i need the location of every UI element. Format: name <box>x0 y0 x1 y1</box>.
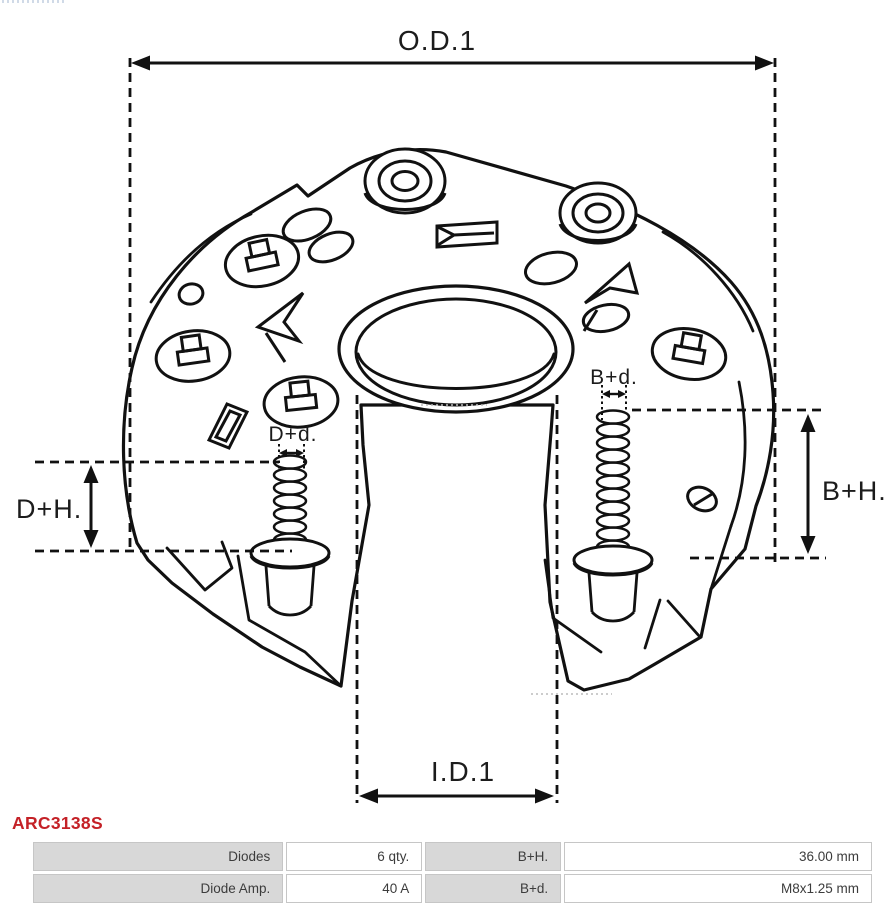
spec-value-bh: 36.00 mm <box>564 842 872 871</box>
dimension-bh: B+H. <box>632 408 887 560</box>
logo-fragment <box>2 0 66 3</box>
arrowhead <box>800 414 816 432</box>
dimension-od1: O.D.1 <box>128 25 777 568</box>
dimension-label-od1: O.D.1 <box>398 25 476 56</box>
plate-holes <box>177 207 718 513</box>
spec-table: Diodes 6 qty. B+H. 36.00 mm Diode Amp. 4… <box>30 839 875 906</box>
dimension-dd: D+d. <box>269 423 318 470</box>
diode-pads <box>154 233 728 429</box>
spec-value-diode-amp: 40 A <box>286 874 423 903</box>
dimension-label-id1: I.D.1 <box>431 756 495 787</box>
stud-d-plus <box>249 454 331 617</box>
center-bore-collar <box>337 284 575 414</box>
dimension-dh: D+H. <box>16 460 292 553</box>
notched-slot <box>435 220 499 249</box>
arrow-mark-left <box>254 291 305 345</box>
arrowhead <box>800 536 816 554</box>
stud-b-plus <box>572 409 654 623</box>
watermark-dots <box>421 404 612 695</box>
arrowhead <box>618 390 626 398</box>
arrowhead <box>279 449 287 457</box>
screw-slot-hole <box>686 485 718 513</box>
mount-hole-left <box>363 147 447 215</box>
dimension-label-dd: D+d. <box>269 423 318 446</box>
dimension-label-dh: D+H. <box>16 494 82 524</box>
arrow-mark-right <box>584 261 640 305</box>
rectifier-technical-drawing: O.D.1 I.D.1 D+H. B+H. <box>16 25 887 804</box>
arrowhead <box>296 449 304 457</box>
diode-pad <box>223 233 301 289</box>
mount-hole-right <box>558 181 638 245</box>
dimension-label-bd: B+d. <box>590 366 638 389</box>
slanted-slot <box>206 402 250 450</box>
dimension-label-bh: B+H. <box>822 476 887 506</box>
arrowhead <box>83 465 99 483</box>
table-row: Diodes 6 qty. B+H. 36.00 mm <box>33 842 872 871</box>
spec-label-diode-amp: Diode Amp. <box>33 874 284 903</box>
table-row: Diode Amp. 40 A B+d. M8x1.25 mm <box>33 874 872 903</box>
dimension-bd: B+d. <box>590 366 638 420</box>
spec-value-diodes: 6 qty. <box>286 842 423 871</box>
dimension-id1: I.D.1 <box>355 395 559 804</box>
diode-pad <box>154 329 232 383</box>
spec-label-diodes: Diodes <box>33 842 284 871</box>
arrowhead <box>755 55 774 71</box>
spec-label-bh: B+H. <box>425 842 562 871</box>
diode-pad <box>262 375 340 429</box>
arrowhead <box>359 788 378 804</box>
arrowhead <box>602 390 610 398</box>
diode-pad <box>650 327 728 381</box>
spec-label-bd: B+d. <box>425 874 562 903</box>
spec-value-bd: M8x1.25 mm <box>564 874 872 903</box>
arrowhead <box>535 788 554 804</box>
arrowhead <box>131 55 150 71</box>
arrowhead <box>83 530 99 548</box>
part-number-link[interactable]: ARC3138S <box>12 813 103 833</box>
